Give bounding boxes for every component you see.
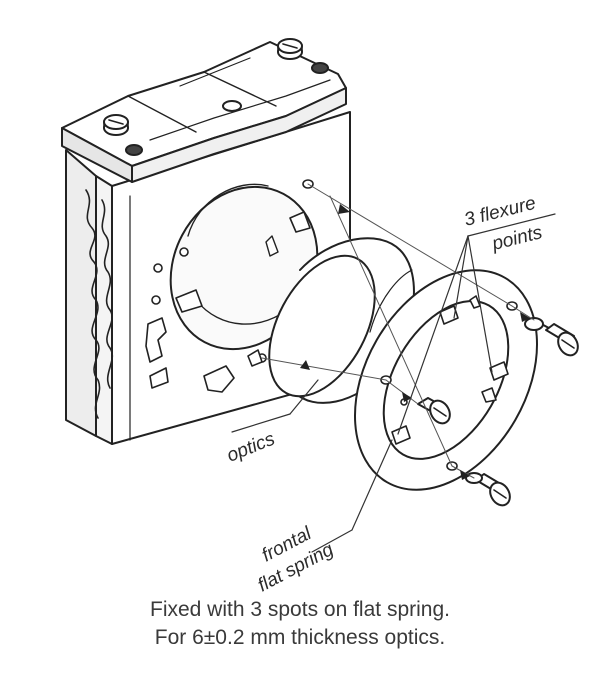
- top-screw-left: [103, 114, 129, 136]
- spring-screw-top-right: [524, 317, 579, 357]
- label-leaders: [231, 213, 556, 553]
- top-hole-left: [125, 144, 143, 156]
- caption-line-2: For 6±0.2 mm thickness optics.: [154, 626, 446, 649]
- caption-line-1: Fixed with 3 spots on flat spring.: [150, 598, 450, 621]
- front-plate-holes: [145, 179, 314, 393]
- spring-screw-center: [417, 397, 451, 425]
- assembly-arrows: [300, 204, 530, 480]
- top-hole-right: [311, 62, 329, 74]
- spring-screw-bottom: [465, 472, 511, 507]
- top-screw-right: [277, 38, 303, 60]
- optics-label: optics: [224, 428, 278, 466]
- flexure-label-line2: points: [489, 222, 545, 255]
- side-flexure-slots: [85, 189, 114, 419]
- spring-flexure-tabs: [391, 295, 509, 445]
- assembly-guide-lines: [261, 183, 535, 479]
- top-clamp: [61, 41, 347, 183]
